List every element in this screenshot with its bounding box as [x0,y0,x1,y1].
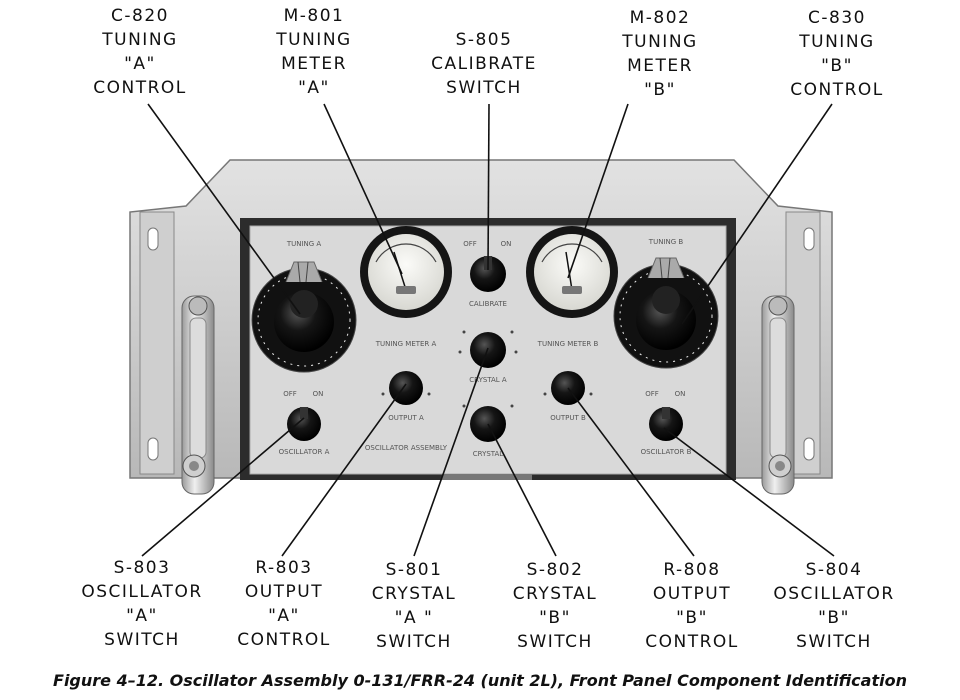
callout-s805: S-805 CALIBRATE SWITCH [404,28,564,100]
callout-c830: C-830 TUNING "B" CONTROL [757,6,917,102]
leader-s805 [487,103,490,271]
callout-line: C-830 [808,8,866,28]
oscillator-a-label: OSCILLATOR A [279,448,330,456]
output-b-label: OUTPUT B [550,414,586,422]
leader-s803 [141,417,305,557]
callout-m802: M-802 TUNING METER "B" [580,6,740,102]
callout-line: TUNING [799,32,875,52]
osc-a-off-label: OFF [283,390,297,398]
callout-line: SWITCH [796,632,872,652]
callout-line: "A" [298,78,330,98]
callout-line: S-804 [805,560,863,580]
figure-caption: Figure 4–12. Oscillator Assembly 0-131/F… [53,671,907,690]
tuning-meter-b [526,226,618,318]
callout-line: OUTPUT [244,582,324,602]
callout-line: CALIBRATE [431,54,537,74]
tuning-b-dial: TUNING B [613,238,719,369]
callout-r808: R-808 OUTPUT "B" CONTROL [612,558,772,654]
callout-line: SWITCH [104,630,180,650]
leader-c820 [147,103,301,315]
callout-line: CONTROL [93,78,187,98]
callout-line: S-805 [455,30,513,50]
crystal-a-label: CRYSTAL A [469,376,507,384]
callout-line: "A" [268,606,300,626]
cal-off-label: OFF [463,240,477,248]
callout-r803: R-803 OUTPUT "A" CONTROL [204,556,364,652]
tuning-meter-a-label: TUNING METER A [375,340,437,348]
callout-line: CRYSTAL [512,584,598,604]
callout-line: CRYSTAL [371,584,457,604]
callout-line: METER [281,54,347,74]
callout-line: "B" [818,608,850,628]
callout-line: "B" [821,56,853,76]
leader-s804 [663,427,835,557]
callout-s804: S-804 OSCILLATOR "B" SWITCH [754,558,914,654]
callout-line: SWITCH [376,632,452,652]
oscillator-b-label: OSCILLATOR B [641,448,692,456]
tuning-meter-b-label: TUNING METER B [537,340,599,348]
callout-line: SWITCH [517,632,593,652]
callout-line: S-801 [385,560,443,580]
callout-line: "A " [394,608,434,628]
callout-s803: S-803 OSCILLATOR "A" SWITCH [62,556,222,652]
callout-s801: S-801 CRYSTAL "A " SWITCH [334,558,494,654]
callout-line: R-803 [255,558,313,578]
leader-m801 [323,103,403,275]
callout-line: OSCILLATOR [81,582,203,602]
callout-line: OUTPUT [652,584,732,604]
osc-b-off-label: OFF [645,390,659,398]
callout-line: M-802 [629,8,691,28]
left-handle [181,295,215,495]
tuning-meter-a [360,226,452,318]
osc-a-on-label: ON [313,390,324,398]
callout-line: C-820 [111,6,169,26]
callout-line: METER [627,56,693,76]
callout-line: "B" [644,80,676,100]
callout-line: TUNING [276,30,352,50]
oscillator-b-switch: OFF ON OSCILLATOR B [641,390,692,456]
callout-s802: S-802 CRYSTAL "B" SWITCH [475,558,635,654]
leader-r803 [281,383,407,557]
leader-s802 [487,423,557,557]
osc-b-on-label: ON [675,390,686,398]
leader-m802 [567,103,629,279]
callout-line: CONTROL [645,632,739,652]
cal-on-label: ON [501,240,512,248]
callout-line: TUNING [622,32,698,52]
callout-line: TUNING [102,30,178,50]
leader-r808 [567,387,695,557]
crystal-label: CRYSTAL [473,450,504,458]
callout-line: OSCILLATOR [773,584,895,604]
callout-c820: C-820 TUNING "A" CONTROL [60,4,220,100]
callout-line: R-808 [663,560,721,580]
leader-c830 [681,103,833,325]
callout-line: "B" [539,608,571,628]
callout-line: "A" [126,606,158,626]
calibrate-label: CALIBRATE [469,300,507,308]
leader-s801 [413,347,489,557]
callout-line: CONTROL [790,80,884,100]
callout-line: "B" [676,608,708,628]
tuning-a-dial: TUNING A [251,240,357,373]
output-a-label: OUTPUT A [388,414,424,422]
tuning-b-label: TUNING B [648,238,684,246]
callout-m801: M-801 TUNING METER "A" [234,4,394,100]
callout-line: M-801 [283,6,345,26]
assembly-label: OSCILLATOR ASSEMBLY [365,444,448,452]
callout-line: S-802 [526,560,584,580]
right-handle [761,295,795,495]
callout-line: CONTROL [237,630,331,650]
oscillator-a-switch: OFF ON OSCILLATOR A [279,390,330,456]
callout-line: S-803 [113,558,171,578]
leader-lines [141,103,835,557]
tuning-a-label: TUNING A [286,240,322,248]
callout-line: SWITCH [446,78,522,98]
callout-line: "A" [124,54,156,74]
